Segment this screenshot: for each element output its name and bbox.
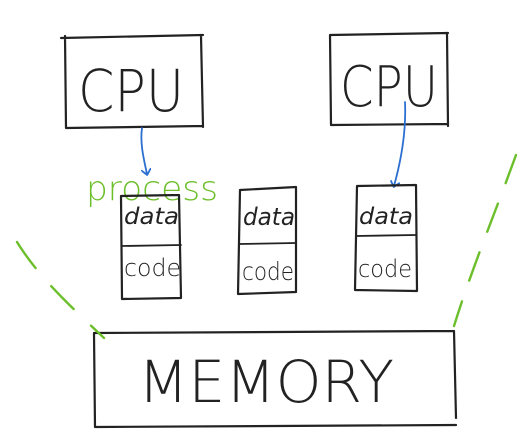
- process-1: data code: [119, 193, 183, 301]
- process-label: process: [86, 169, 218, 209]
- process-3: data code: [353, 183, 419, 293]
- process-3-code-label: code: [358, 255, 412, 283]
- process-2: data code: [236, 185, 298, 296]
- process-2-code-label: code: [242, 257, 294, 286]
- cpu-left: CPU: [59, 33, 205, 130]
- process-2-box: [236, 185, 298, 296]
- process-1-data-label: data: [124, 204, 179, 230]
- process-2-divider: [238, 242, 297, 245]
- cpu-left-box: [59, 33, 205, 130]
- memory-box: [92, 329, 458, 429]
- cpu-right-label: CPU: [340, 55, 438, 120]
- process-1-divider: [121, 244, 182, 247]
- memory-label: MEMORY: [138, 348, 394, 416]
- arrow-left-cpu-to-process: [140, 127, 147, 174]
- boundary-right-dashed: [452, 153, 518, 328]
- arrow-right-cpu-to-process: [394, 101, 407, 186]
- process-1-box: [119, 193, 183, 301]
- cpu-right: CPU: [328, 31, 450, 128]
- cpu-left-label: CPU: [78, 57, 184, 125]
- cpu-right-box: [328, 31, 450, 128]
- process-3-data-label: data: [359, 204, 413, 230]
- process-3-box: [353, 183, 419, 293]
- memory: MEMORY: [92, 329, 458, 429]
- boundary-left-dashed: [15, 240, 106, 340]
- process-2-data-label: data: [243, 203, 295, 231]
- process-3-divider: [355, 234, 417, 237]
- process-1-code-label: code: [124, 254, 181, 282]
